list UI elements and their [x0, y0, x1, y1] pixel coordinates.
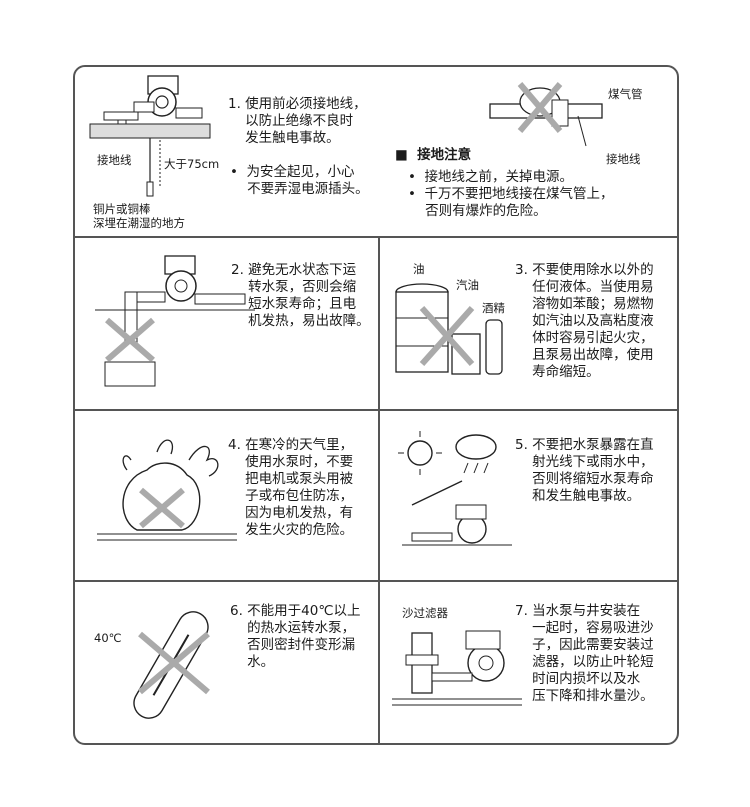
- temperature-label: 40℃: [94, 631, 122, 645]
- grounding-notice-title: ■ 接地注意: [395, 147, 472, 163]
- rod-label: 铜片或铜棒 深埋在潮湿的地方: [93, 202, 185, 230]
- gas-pipe-illustration: [489, 82, 603, 147]
- grounding-notice-bullets: • 接地线之前，关掉电源。 • 千万不要把地线接在煤气管上， 否则有爆炸的危险。: [408, 169, 614, 219]
- panel-2-instruction: 2. 避免无水状态下运 转水泵，否则会缩 短水泵寿命；且电 机发热，易出故障。: [231, 262, 370, 329]
- pump-grounding-illustration: [89, 75, 211, 197]
- gasoline-label: 汽油: [456, 278, 479, 292]
- panel-5-instruction: 5. 不要把水泵暴露在直 射光线下或雨水中， 否则将缩短水泵寿命 和发生触电事故…: [515, 437, 654, 504]
- panel-3-instruction: 3. 不要使用除水以外的 任何液体。当使用易 溶物如苯酸；易燃物 如汽油以及高粘…: [515, 262, 654, 380]
- sand-filter-pump-illustration: [392, 630, 522, 706]
- ground-wire-label: 接地线: [97, 153, 132, 167]
- thermometer-illustration: [133, 611, 210, 719]
- divider-row-2: [73, 409, 679, 411]
- divider-row-3: [73, 580, 679, 582]
- panel-6-instruction: 6. 不能用于40℃以上 的热水运转水泵， 否则密封件变形漏 水。: [230, 603, 361, 670]
- divider-row-1: [73, 236, 679, 238]
- sand-filter-label: 沙过滤器: [402, 606, 448, 620]
- panel-1-bullet: • 为安全起见，小心 不要弄湿电源插头。: [230, 164, 369, 197]
- oil-label: 油: [413, 262, 425, 276]
- instruction-sheet-frame: [73, 65, 679, 745]
- liquids-illustration: [395, 283, 503, 375]
- depth-label: 大于75cm: [164, 157, 220, 171]
- panel-4-instruction: 4. 在寒冷的天气里， 使用水泵时，不要 把电机或泵头用被 子或布包住防冻， 因…: [228, 437, 354, 538]
- gas-pipe-label: 煤气管: [608, 87, 643, 101]
- alcohol-label: 酒精: [482, 301, 505, 315]
- wrapped-pump-fire-illustration: [97, 439, 237, 541]
- sun-rain-pump-illustration: [398, 431, 512, 546]
- divider-column: [378, 236, 380, 745]
- dry-run-pump-illustration: [95, 255, 255, 387]
- panel-7-instruction: 7. 当水泵与井安装在 一起时，容易吸进沙 子，因此需要安装过 滤器，以防止叶轮…: [515, 603, 654, 704]
- panel-1-instruction: 1. 使用前必须接地线， 以防止绝缘不良时 发生触电事故。: [228, 96, 367, 146]
- ground-wire-label-2: 接地线: [606, 152, 641, 166]
